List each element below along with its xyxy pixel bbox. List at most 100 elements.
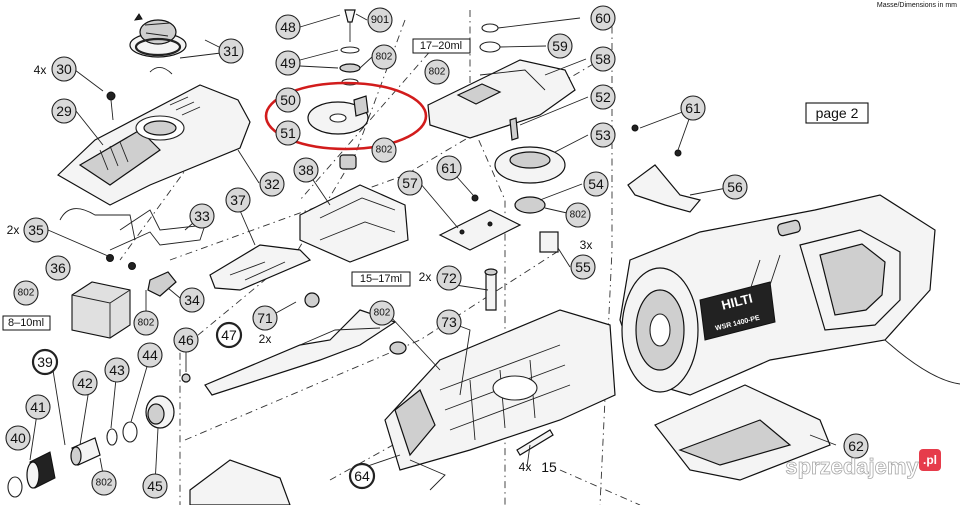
callout-36: 36 <box>45 255 71 281</box>
callout-61-a: 61 <box>436 155 462 181</box>
callout-55: 55 <box>570 254 596 280</box>
part-44-ring <box>122 421 138 443</box>
callout-35: 35 <box>23 217 49 243</box>
callout-802-c: 802 <box>424 59 450 85</box>
bottom-parts <box>189 459 291 506</box>
part-62-cover <box>654 384 831 481</box>
spec-box-73: 15–17ml <box>351 271 411 287</box>
svg-text:38: 38 <box>298 162 314 178</box>
callout-802-h: 802 <box>91 470 117 496</box>
svg-text:55: 55 <box>575 259 591 275</box>
svg-text:31: 31 <box>223 43 239 59</box>
part-41-gear <box>26 451 56 489</box>
callout-60: 60 <box>590 5 616 31</box>
svg-text:42: 42 <box>77 375 93 391</box>
svg-text:2x: 2x <box>259 332 272 346</box>
svg-text:802: 802 <box>376 52 393 63</box>
part-56-bracket <box>627 164 702 213</box>
svg-text:.pl: .pl <box>923 453 937 467</box>
svg-text:2x: 2x <box>7 223 20 237</box>
svg-text:29: 29 <box>56 103 72 119</box>
part-30-screw <box>106 91 116 121</box>
svg-text:54: 54 <box>588 176 604 192</box>
spec-box-58: 17–20ml <box>412 38 471 54</box>
callout-42: 42 <box>72 370 98 396</box>
callout-61-b: 61 <box>680 95 706 121</box>
callout-53: 53 <box>590 122 616 148</box>
svg-text:49: 49 <box>280 55 296 71</box>
callout-33: 33 <box>189 203 215 229</box>
callout-37: 37 <box>225 187 251 213</box>
svg-text:33: 33 <box>194 208 210 224</box>
callout-59: 59 <box>547 33 573 59</box>
part-37-plate <box>209 244 312 291</box>
svg-text:sprzedajemy: sprzedajemy <box>785 454 919 479</box>
svg-text:802: 802 <box>18 288 35 299</box>
highlight-ellipse <box>264 81 428 151</box>
part-29-housing-cover <box>57 84 251 241</box>
callout-50: 50 <box>275 87 301 113</box>
spec-box-36: 8–10ml <box>2 315 51 331</box>
svg-text:52: 52 <box>595 89 611 105</box>
svg-text:30: 30 <box>56 61 72 77</box>
svg-text:43: 43 <box>109 362 125 378</box>
svg-text:61: 61 <box>441 160 457 176</box>
svg-text:15: 15 <box>541 459 557 475</box>
callout-49: 49 <box>275 50 301 76</box>
svg-text:802: 802 <box>138 318 155 329</box>
callout-58: 58 <box>590 46 616 72</box>
svg-text:45: 45 <box>147 478 163 494</box>
svg-text:48: 48 <box>280 19 296 35</box>
svg-text:802: 802 <box>374 308 391 319</box>
callout-802-d: 802 <box>565 202 591 228</box>
svg-text:4x: 4x <box>519 460 532 474</box>
callout-44: 44 <box>137 342 163 368</box>
callout-54: 54 <box>583 171 609 197</box>
callout-62: 62 <box>843 433 869 459</box>
svg-text:59: 59 <box>552 38 568 54</box>
quantity-labels: 4x 2x 2x 2x 4x 3x 15 <box>7 63 593 475</box>
callout-51: 51 <box>275 120 301 146</box>
callout-64: 64 <box>348 462 376 490</box>
svg-text:46: 46 <box>178 332 194 348</box>
callout-802-e: 802 <box>13 280 39 306</box>
svg-text:2x: 2x <box>419 270 432 284</box>
callout-52: 52 <box>590 84 616 110</box>
svg-text:61: 61 <box>685 100 701 116</box>
svg-text:53: 53 <box>595 127 611 143</box>
svg-text:34: 34 <box>184 292 200 308</box>
svg-text:73: 73 <box>441 314 457 330</box>
svg-text:3x: 3x <box>580 238 593 252</box>
part-73-hex <box>539 231 559 253</box>
part-38-clamp <box>299 184 409 263</box>
callout-41: 41 <box>25 394 51 420</box>
svg-text:64: 64 <box>354 468 370 484</box>
callout-802-b: 802 <box>371 137 397 163</box>
part-40-ring <box>7 476 23 498</box>
callout-802-a: 802 <box>371 44 397 70</box>
brand-marking: HILTI <box>720 291 754 313</box>
dimensions-note: Masse/Dimensions in mm <box>877 2 957 9</box>
svg-text:56: 56 <box>727 179 743 195</box>
callout-46: 46 <box>173 327 199 353</box>
svg-text:39: 39 <box>37 354 53 370</box>
svg-text:47: 47 <box>221 327 237 343</box>
svg-text:44: 44 <box>142 347 158 363</box>
callout-56: 56 <box>722 174 748 200</box>
svg-text:page 2: page 2 <box>816 105 859 121</box>
motor-body: HILTI WSR 1400-PE <box>619 194 960 396</box>
callout-43: 43 <box>104 357 130 383</box>
callout-40: 40 <box>5 425 31 451</box>
svg-text:37: 37 <box>230 192 246 208</box>
part-35-screws <box>106 254 136 270</box>
callout-802-g: 802 <box>369 300 395 326</box>
part-31-cap <box>129 13 187 75</box>
svg-text:71: 71 <box>257 310 273 326</box>
part-57-plate <box>438 209 522 251</box>
callout-39: 39 <box>31 348 59 376</box>
svg-text:51: 51 <box>280 125 296 141</box>
svg-text:72: 72 <box>441 270 457 286</box>
callout-72: 72 <box>436 265 462 291</box>
